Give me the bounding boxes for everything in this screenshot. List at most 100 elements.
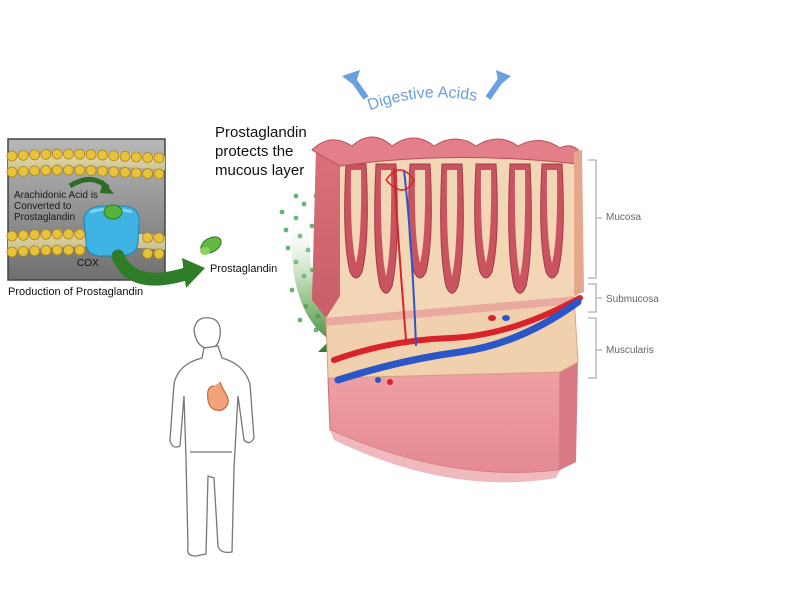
lipid-bead: [97, 165, 108, 177]
stomach-icon: [207, 381, 229, 411]
lipid-bead: [6, 150, 18, 162]
gastric-pit-core: [414, 170, 426, 263]
vein: [334, 298, 582, 384]
gastric-pit-core: [546, 170, 558, 263]
lipid-bead: [29, 149, 40, 161]
lipid-bead: [74, 244, 86, 256]
mucosa-left-edge: [312, 143, 346, 318]
lipid-bead: [6, 246, 18, 258]
lipid-bead: [51, 148, 63, 160]
lipid-bead: [108, 166, 120, 178]
lipid-bead: [17, 149, 29, 161]
lipid-beads-top: [6, 148, 165, 180]
person-figure: [169, 317, 255, 557]
prostaglandin-label: Prostaglandin: [210, 263, 278, 275]
submucosa-bracket: [588, 283, 597, 313]
cox-output-arrow: [111, 249, 199, 286]
lipid-bead: [85, 149, 97, 160]
lipid-bead: [119, 150, 131, 162]
lipid-bead: [51, 164, 63, 176]
lipid-bead: [142, 248, 154, 259]
lipid-bead: [29, 165, 40, 177]
capillary-loop: [385, 169, 415, 191]
lipid-bead: [40, 148, 52, 160]
lipid-bead: [153, 232, 165, 244]
lipid-bead: [153, 248, 165, 260]
capillary-artery: [393, 167, 407, 341]
artery: [331, 295, 583, 363]
lipid-bead: [40, 244, 52, 256]
lipid-bead: [153, 168, 165, 180]
lipid-bead: [130, 167, 142, 179]
vessel-dot: [502, 315, 510, 321]
mucous-surface: [311, 136, 581, 167]
prostaglandin-dot: [285, 245, 291, 251]
lipid-bead: [97, 149, 108, 161]
mucosa-bracket: [588, 159, 597, 279]
lipid-bead: [153, 152, 165, 164]
cox-label: COX: [77, 258, 99, 269]
lipid-bead: [17, 245, 29, 257]
vessel-dot: [387, 379, 393, 385]
arachidonic-conversion-label: Arachidonic Acid is Converted to Prostag…: [14, 190, 98, 223]
prostaglandin-dot: [313, 327, 319, 333]
gastric-pit-core: [380, 170, 392, 277]
person-head: [193, 317, 221, 349]
prostaglandin-dot: [309, 223, 315, 229]
protects-mucous-label: Prostaglandin protects the mucous layer: [215, 124, 307, 179]
lipid-bead: [17, 229, 29, 241]
prostaglandin-molecule-highlight: [200, 247, 210, 255]
lipid-bead: [63, 164, 74, 176]
inset-caption: Production of Prostaglandin: [8, 286, 144, 298]
lipid-bead: [74, 164, 86, 176]
lipid-bead: [85, 165, 97, 176]
muscularis-label: Muscularis: [606, 345, 654, 356]
lipid-bead: [40, 164, 52, 176]
arachidonic-acid-molecule: [103, 204, 123, 220]
mucosa-label: Mucosa: [606, 212, 642, 223]
lipid-bead: [6, 166, 18, 178]
lipid-bead: [108, 150, 120, 162]
prostaglandin-dot: [297, 317, 303, 323]
lipid-bead: [40, 228, 52, 240]
lipid-bead: [74, 148, 86, 160]
muscularis-bracket: [588, 317, 597, 379]
person-body: [169, 345, 255, 557]
prostaglandin-dot: [283, 227, 289, 233]
lipid-bead: [142, 232, 154, 243]
muscularis-side: [560, 362, 578, 470]
prostaglandin-dot: [301, 201, 307, 207]
lipid-bead: [142, 152, 154, 163]
lipid-bead: [142, 168, 154, 179]
lipid-bead: [51, 228, 63, 240]
lipid-bead: [74, 228, 86, 240]
gastric-pit-core: [480, 170, 492, 263]
stomach-wall-cross-section: [311, 136, 584, 483]
cox-output-arrowhead: [182, 258, 205, 288]
gastric-pits: [344, 163, 564, 294]
lipid-bead: [119, 166, 131, 178]
conversion-arrowhead: [100, 180, 114, 194]
gastric-pit-core: [446, 170, 458, 277]
digestive-acids-arrows: Digestive Acids: [342, 70, 511, 114]
gastric-pit-core: [350, 170, 362, 263]
lipid-bead: [29, 245, 40, 257]
submucosa-label: Submucosa: [606, 294, 659, 305]
cox-enzyme: [83, 205, 140, 257]
vessel-dot: [375, 377, 381, 383]
lipid-bead: [17, 165, 29, 177]
muscularis-front: [327, 371, 561, 474]
capillary-vein: [403, 169, 417, 347]
lipid-bead: [29, 229, 40, 241]
muscularis-mucosae: [326, 296, 574, 326]
lipid-bead: [51, 244, 63, 256]
lipid-bead: [63, 244, 74, 256]
prostaglandin-dot: [289, 287, 295, 293]
lipid-bead: [63, 228, 74, 240]
prostaglandin-production-inset: [6, 138, 166, 281]
protective-flow-arrow: [291, 214, 350, 352]
lipid-bead: [63, 148, 74, 160]
prostaglandin-dot: [293, 193, 299, 199]
